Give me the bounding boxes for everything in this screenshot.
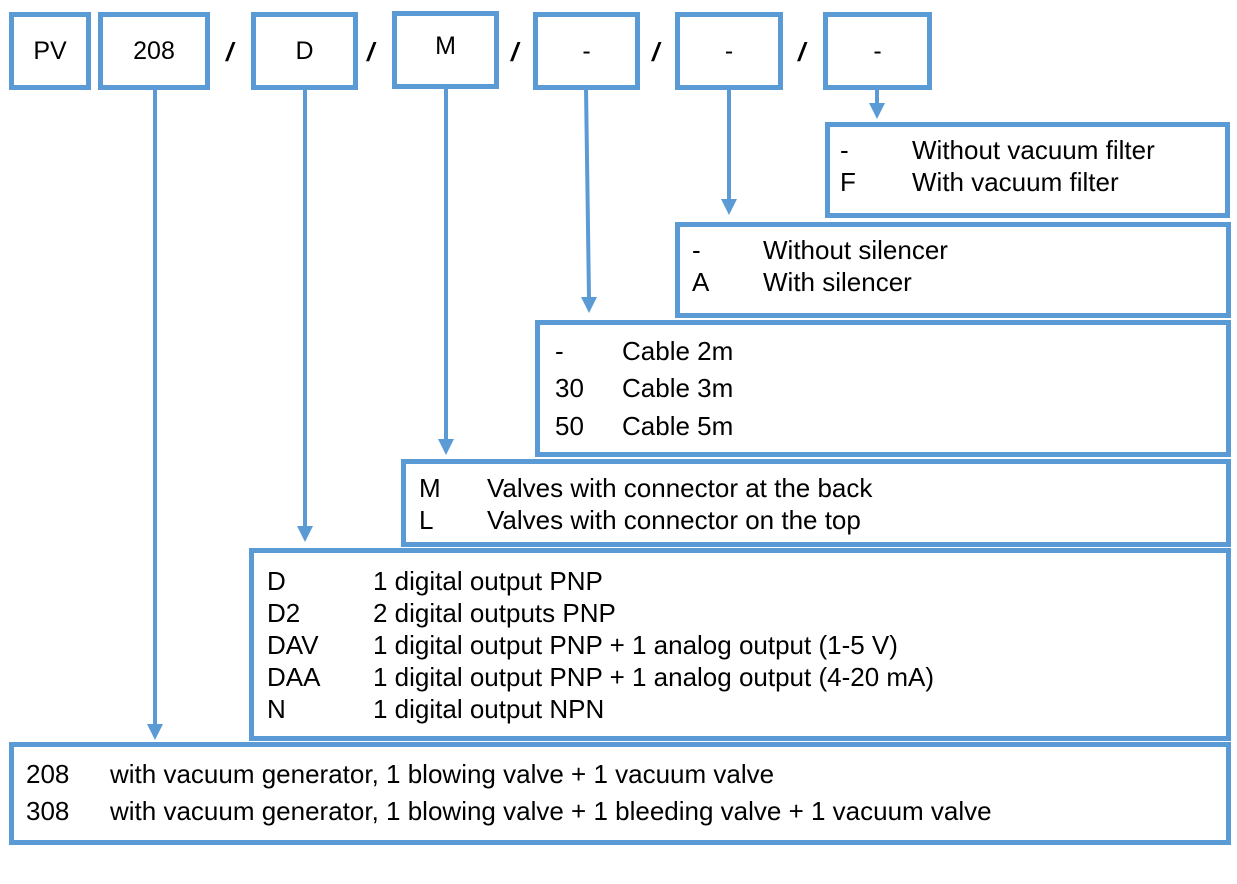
separator: /: [798, 37, 806, 67]
separator: /: [367, 37, 375, 67]
code-cable-text: -: [582, 36, 591, 65]
cable-options-box: - Cable 2m 30 Cable 3m 50 Cable 5m: [535, 320, 1231, 457]
option-label: Cable 5m: [622, 411, 734, 441]
option-key: DAV: [267, 630, 319, 660]
code-segment-output: D: [251, 12, 358, 90]
option-label: Cable 3m: [622, 373, 734, 403]
output-options-box: D 1 digital output PNP D2 2 digital outp…: [249, 548, 1231, 741]
option-label: Without silencer: [763, 235, 948, 265]
option-key: N: [267, 694, 286, 724]
code-prefix-text: PV: [33, 36, 67, 65]
option-label: Cable 2m: [622, 336, 734, 366]
arrow-silencer-head: [721, 199, 737, 215]
filter-options-box: - Without vacuum filter F With vacuum fi…: [825, 122, 1230, 218]
option-label: 1 digital output PNP + 1 analog output (…: [373, 630, 898, 660]
option-label: Valves with connector at the back: [487, 473, 873, 503]
connector-options-box: M Valves with connector at the back L Va…: [401, 459, 1231, 547]
option-label: Without vacuum filter: [912, 135, 1155, 165]
option-label: Valves with connector on the top: [487, 505, 861, 535]
option-key: D: [267, 566, 286, 596]
option-key: 50: [555, 411, 584, 441]
option-key: -: [692, 235, 701, 265]
code-segment-silencer: -: [675, 12, 783, 90]
code-segment-filter: -: [823, 12, 932, 90]
option-label: With silencer: [763, 267, 912, 297]
option-label: With vacuum filter: [912, 167, 1119, 197]
arrow-cable-head: [581, 297, 597, 313]
separator: /: [511, 37, 519, 67]
option-key: 308: [26, 796, 70, 826]
option-key: D2: [267, 598, 301, 628]
code-segment-cable: -: [533, 12, 640, 90]
option-key: F: [840, 167, 856, 197]
arrow-filter-head: [869, 103, 885, 119]
option-key: L: [419, 505, 434, 535]
code-segment-connector: M: [392, 11, 499, 89]
arrow-model-head: [147, 724, 163, 740]
code-filter-text: -: [873, 36, 882, 65]
option-key: -: [555, 336, 564, 366]
code-model-text: 208: [133, 36, 175, 65]
option-key: 208: [26, 759, 70, 789]
option-key: -: [840, 135, 849, 165]
option-key: A: [692, 267, 710, 297]
option-key: DAA: [267, 662, 321, 692]
code-output-text: D: [295, 36, 314, 65]
arrow-cable-line: [584, 87, 591, 299]
option-key: M: [419, 473, 441, 503]
model-options-box: 208 with vacuum generator, 1 blowing val…: [9, 742, 1231, 845]
code-segment-model: 208: [98, 12, 210, 90]
option-label: with vacuum generator, 1 blowing valve +…: [110, 796, 992, 826]
option-label: 1 digital output PNP + 1 analog output (…: [373, 662, 935, 692]
silencer-options-box: - Without silencer A With silencer: [675, 222, 1231, 318]
option-label: 2 digital outputs PNP: [373, 598, 616, 628]
option-label: 1 digital output NPN: [373, 694, 605, 724]
code-segment-prefix: PV: [9, 12, 91, 90]
separator: /: [226, 37, 234, 67]
option-label: with vacuum generator, 1 blowing valve +…: [110, 759, 775, 789]
code-silencer-text: -: [724, 36, 734, 65]
option-label: 1 digital output PNP: [373, 566, 603, 596]
arrow-output-head: [297, 526, 313, 542]
separator: /: [652, 37, 660, 67]
code-connector-text: M: [435, 31, 456, 60]
option-key: 30: [555, 373, 584, 403]
arrow-connector-head: [438, 439, 454, 455]
